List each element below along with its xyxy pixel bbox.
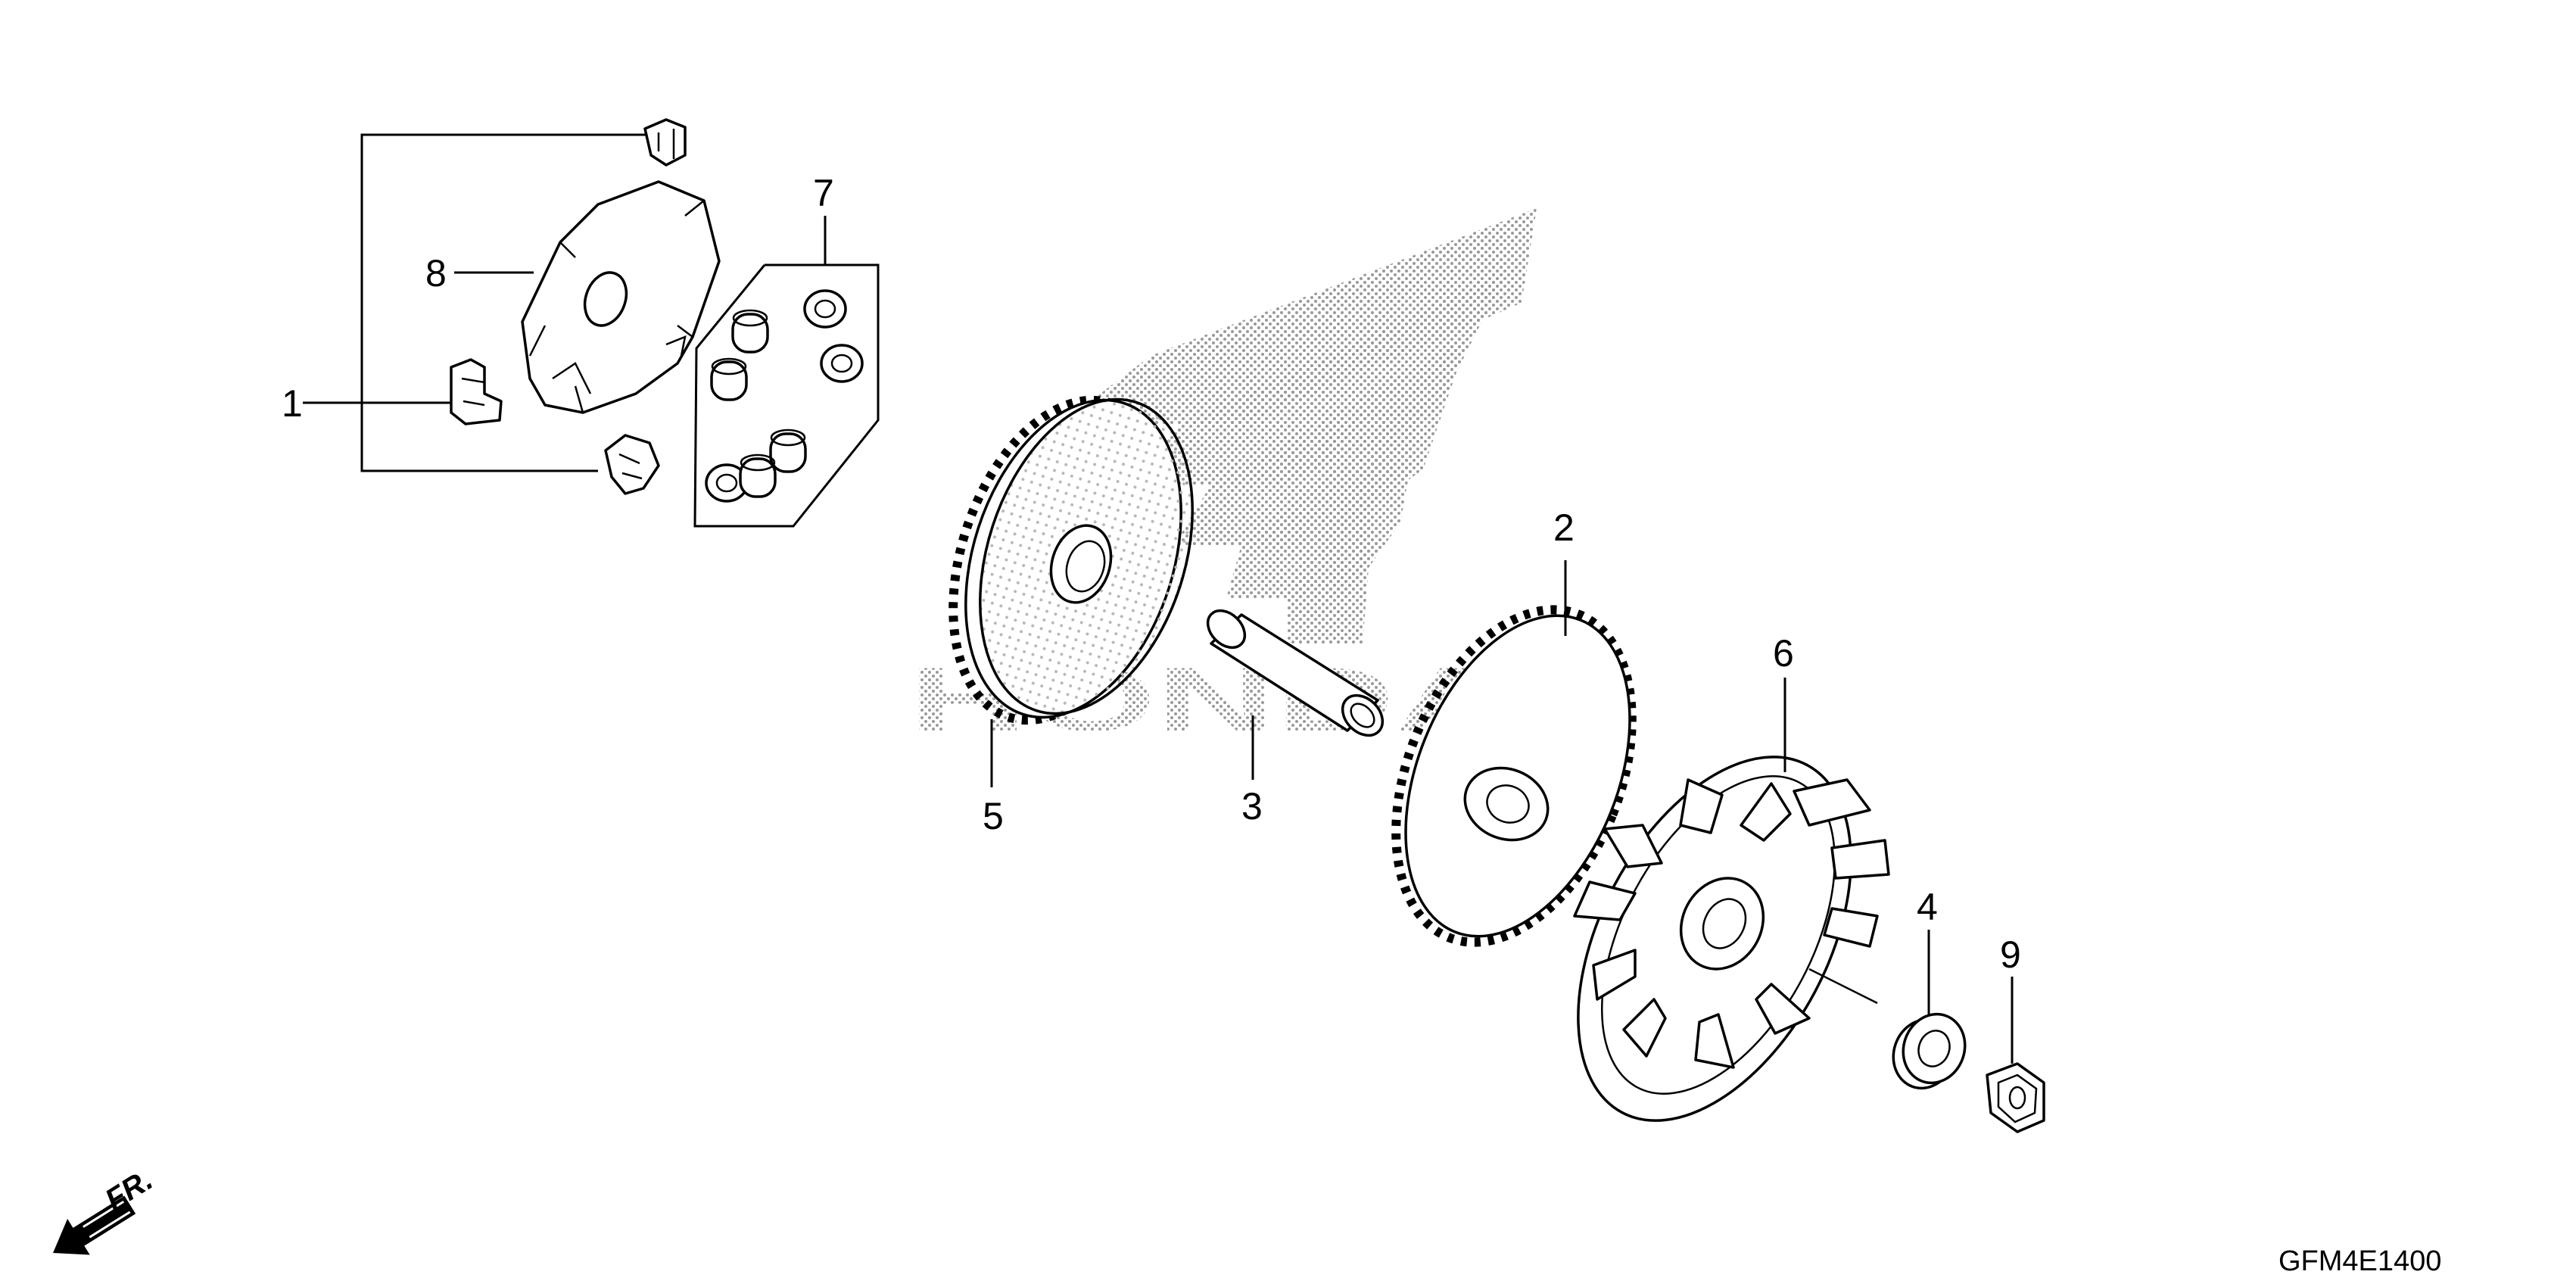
- washer-icon: [1892, 1012, 1967, 1090]
- callout-8: 8: [425, 252, 447, 294]
- callout-7: 7: [813, 172, 834, 214]
- drive-face-icon: [1391, 605, 1637, 947]
- slide-piece-left-icon: [450, 358, 503, 425]
- callout-2: 2: [1553, 506, 1575, 549]
- slide-piece-top-icon: [643, 118, 687, 167]
- front-direction-arrow-icon: [53, 1195, 136, 1255]
- drawing-code: GFM4E1400: [2279, 1245, 2441, 1277]
- drive-pulley-collar-icon: [1206, 609, 1385, 737]
- callout-1: 1: [282, 382, 303, 425]
- callout-6: 6: [1773, 632, 1794, 675]
- movable-drive-face-icon: [948, 395, 1194, 725]
- drive-fan-icon: [1573, 756, 1890, 1122]
- callout-9: 9: [2000, 933, 2021, 976]
- weight-rollers-group: [693, 263, 880, 528]
- roller-1-icon: [803, 289, 847, 329]
- callout-4: 4: [1917, 886, 1938, 928]
- flange-nut-icon: [1986, 1062, 2045, 1133]
- roller-3-icon: [820, 344, 864, 383]
- bracket-group-1-8: [360, 133, 651, 472]
- leader-lines: [303, 216, 2014, 1064]
- callout-5: 5: [983, 795, 1004, 837]
- callout-3: 3: [1241, 785, 1263, 827]
- roller-5-icon: [769, 428, 807, 473]
- roller-2-icon: [731, 309, 769, 354]
- slide-piece-bottom-icon: [604, 434, 660, 495]
- roller-7-icon: [739, 453, 777, 498]
- roller-4-icon: [710, 357, 748, 401]
- ramp-plate-icon: [521, 180, 721, 414]
- honda-wing-watermark: HONDA: [908, 208, 1537, 750]
